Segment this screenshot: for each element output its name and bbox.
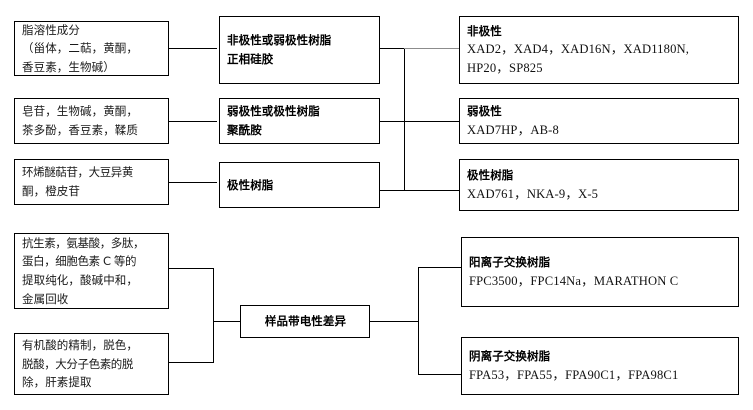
connector-result-bracket-vertical: [418, 267, 420, 375]
connector-bus-vertical: [404, 48, 406, 191]
connector-bus-result-3: [404, 190, 459, 192]
box-text-line: 茶多酚，香豆素，鞣质: [22, 123, 138, 137]
connector-bracket-hub: [213, 321, 241, 323]
box-text-line: XAD7HP，AB-8: [467, 122, 559, 137]
box-source-saponin[interactable]: 皂苷，生物碱，黄酮， 茶多酚，香豆素，鞣质: [14, 98, 169, 144]
box-text-line: 有机酸的精制，脱色，: [22, 338, 138, 353]
connector-method-bus-3: [380, 190, 405, 192]
connector-hub-bracket: [369, 321, 419, 323]
connector-source-method-2: [169, 121, 217, 123]
box-heading: 弱极性: [467, 104, 502, 119]
box-source-antibiotics[interactable]: 抗生素，氨基酸，多肽， 蛋白，细胞色素 C 等的 提取纯化，酸碱中和， 金属回收: [14, 233, 169, 309]
box-text-line: 脱酸，大分子色素的脱: [22, 356, 133, 371]
box-text-line: 脂溶性成分: [22, 22, 80, 37]
box-text-line: HP20，SP825: [467, 61, 543, 76]
box-result-cation-resin[interactable]: 阳离子交换树脂 FPC3500，FPC14Na，MARATHON C: [461, 237, 739, 307]
box-result-nonpolar[interactable]: 非极性 XAD2，XAD4，XAD16N，XAD1180N, HP20，SP82…: [459, 16, 739, 84]
connector-bracket-result-cation: [418, 267, 462, 269]
box-text-line: 样品带电性差异: [264, 314, 347, 329]
box-text-line: 正相硅胶: [227, 52, 274, 66]
connector-method-bus-2: [380, 121, 405, 123]
connector-source-bracket-vertical: [213, 268, 215, 363]
box-source-iridoid[interactable]: 环烯醚萜苷，大豆异黄 酮，橙皮苷: [14, 159, 169, 205]
box-text-line: 除，肝素提取: [22, 375, 92, 390]
box-source-organic-acid[interactable]: 有机酸的精制，脱色， 脱酸，大分子色素的脱 除，肝素提取: [14, 333, 169, 395]
box-method-weakpolar-resin[interactable]: 弱极性或极性树脂 聚酰胺: [219, 98, 380, 144]
box-method-nonpolar-resin[interactable]: 非极性或弱极性树脂 正相硅胶: [219, 16, 380, 84]
connector-source-bracket-bottom: [169, 362, 214, 364]
box-text-line: 皂苷，生物碱，黄酮，: [22, 104, 138, 119]
box-text-line: 聚酰胺: [227, 123, 262, 137]
box-text-line: 极性树脂: [227, 177, 274, 192]
box-result-anion-resin[interactable]: 阴离子交换树脂 FPA53，FPA55，FPA90C1，FPA98C1: [461, 337, 739, 395]
box-source-lipophilic[interactable]: 脂溶性成分 （甾体，二萜，黄酮， 香豆素，生物碱）: [14, 21, 169, 76]
box-text-line: XAD2，XAD4，XAD16N，XAD1180N,: [467, 42, 690, 57]
connector-source-method-3: [169, 182, 217, 184]
box-text-line: 金属回收: [22, 291, 69, 306]
box-text-line: 香豆素，生物碱）: [22, 59, 115, 74]
box-text-line: 非极性或弱极性树脂: [227, 33, 332, 48]
connector-bus-result-2: [404, 121, 459, 123]
connector-method-bus-1: [380, 48, 405, 50]
box-text-line: 抗生素，氨基酸，多肽，: [22, 235, 145, 250]
connector-bracket-result-anion: [418, 374, 462, 376]
box-heading: 阳离子交换树脂: [469, 255, 551, 270]
box-text-line: FPC3500，FPC14Na，MARATHON C: [469, 273, 679, 288]
box-hub-charge-difference[interactable]: 样品带电性差异: [240, 305, 370, 338]
connector-source-method-1: [169, 48, 217, 50]
box-text-line: 弱极性或极性树脂: [227, 104, 320, 119]
box-text-line: （甾体，二萜，黄酮，: [22, 41, 138, 56]
box-result-weakpolar[interactable]: 弱极性 XAD7HP，AB-8: [459, 98, 739, 144]
box-text-line: 环烯醚萜苷，大豆异黄: [22, 165, 133, 180]
box-text-line: 酮，橙皮苷: [22, 184, 80, 198]
connector-source-bracket-top: [169, 268, 214, 270]
box-heading: 非极性: [467, 23, 502, 38]
box-text-line: XAD761，NKA-9，X-5: [467, 186, 599, 201]
box-heading: 极性树脂: [467, 168, 514, 183]
box-result-polar[interactable]: 极性树脂 XAD761，NKA-9，X-5: [459, 159, 739, 211]
box-text-line: 蛋白，细胞色素 C 等的: [22, 254, 137, 269]
box-text-line: 提取纯化，酸碱中和，: [22, 273, 138, 287]
box-text-line: FPA53，FPA55，FPA90C1，FPA98C1: [469, 367, 679, 382]
box-heading: 阴离子交换树脂: [469, 349, 551, 364]
box-method-polar-resin[interactable]: 极性树脂: [219, 162, 380, 208]
connector-bus-result-1: [404, 48, 459, 50]
